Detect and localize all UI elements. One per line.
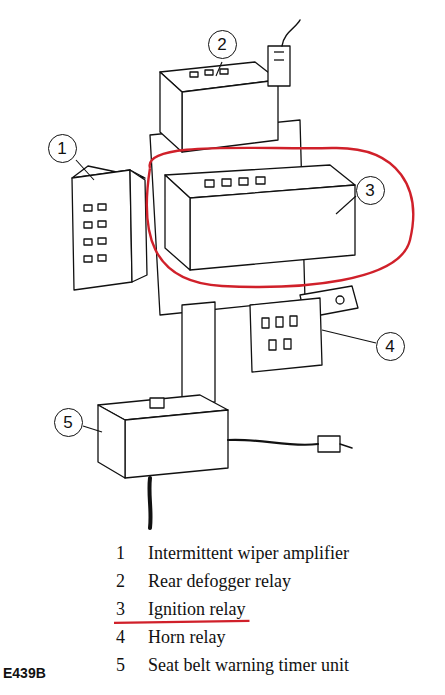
- terminal: [205, 180, 214, 187]
- part-name: Seat belt warning timer unit: [148, 656, 349, 676]
- harness-wire: [228, 440, 318, 445]
- callout-number: 4: [385, 338, 394, 355]
- timer-side: [98, 405, 125, 478]
- terminal: [269, 340, 276, 350]
- part-name: Ignition relay: [148, 600, 245, 620]
- ignition-relay-front: [190, 185, 355, 270]
- amp-front: [72, 170, 132, 290]
- callout-circle: 4: [376, 332, 405, 361]
- part-name: Rear defogger relay: [148, 572, 291, 592]
- legend-number: 1: [116, 544, 125, 564]
- relay-side: [160, 72, 182, 152]
- bolt-hole: [336, 296, 344, 304]
- legend-number: 4: [116, 628, 125, 648]
- timer-tab: [150, 398, 164, 408]
- harness-connector: [318, 436, 340, 452]
- callout-number: 2: [217, 36, 226, 53]
- part-name: Intermittent wiper amplifier: [148, 544, 349, 564]
- callout-circle: 3: [356, 176, 385, 205]
- callout-number: 5: [63, 414, 72, 431]
- terminal: [220, 69, 228, 74]
- bracket-stem: [182, 302, 215, 405]
- part-name: Horn relay: [148, 628, 225, 648]
- terminal: [290, 316, 297, 326]
- leader-lines: [76, 62, 376, 432]
- callout-circle: 1: [48, 134, 77, 163]
- legend-number: 3: [116, 600, 125, 620]
- timer-wire: [149, 478, 150, 528]
- terminal: [222, 179, 231, 186]
- plug-detail: [274, 59, 284, 60]
- callout-circle: 5: [54, 408, 83, 437]
- red-annotation-loop: [147, 148, 413, 287]
- terminal: [205, 70, 213, 75]
- callout-number: 1: [57, 140, 66, 157]
- terminal: [256, 177, 265, 184]
- callout-circle: 2: [208, 30, 237, 59]
- timer-front: [125, 410, 228, 478]
- terminal: [284, 339, 291, 349]
- red-underline: [114, 621, 249, 623]
- terminal: [276, 317, 283, 327]
- connector-plug: [268, 46, 290, 86]
- amp-pins: [84, 204, 106, 262]
- callout-number: 3: [365, 182, 374, 199]
- terminal: [262, 318, 269, 328]
- plug-detail: [274, 51, 284, 52]
- legend-number: 2: [116, 572, 125, 592]
- horn-relay: [250, 298, 322, 372]
- figure-code: E439B: [3, 666, 46, 681]
- ignition-relay-side: [165, 175, 190, 270]
- relay-front: [182, 80, 278, 152]
- terminal: [190, 72, 198, 77]
- plug-wire: [282, 20, 300, 46]
- terminal: [239, 178, 248, 185]
- connector-pin: [340, 444, 352, 448]
- legend-number: 5: [116, 656, 125, 676]
- amp-side: [130, 170, 147, 282]
